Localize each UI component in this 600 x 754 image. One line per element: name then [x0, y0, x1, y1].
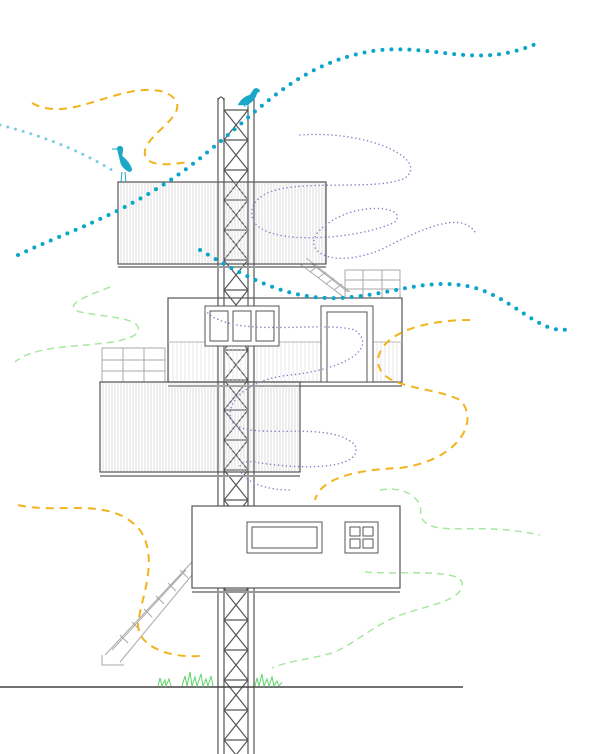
purple-dotted-paths	[204, 133, 476, 491]
mast-cross-brace	[223, 739, 249, 754]
lower-stairs	[101, 561, 193, 666]
cyan-dotted-paths	[0, 40, 574, 332]
wide-window	[246, 521, 323, 554]
grass-tuft-icon	[157, 671, 283, 688]
orange-dashed-paths	[17, 89, 471, 658]
mast-cross-brace	[223, 469, 249, 501]
mast-cross-brace	[223, 589, 249, 621]
triple-window	[204, 305, 280, 347]
upper-stairs	[299, 257, 401, 299]
heron-bird-icon	[112, 145, 133, 183]
four-pane-window	[344, 521, 379, 554]
door	[320, 305, 374, 383]
mast-cross-brace	[223, 649, 249, 681]
left-balcony-railing	[101, 347, 166, 383]
perched-bird-icon	[237, 88, 261, 108]
mast-cross-brace	[223, 709, 249, 741]
cabin-lower	[99, 381, 301, 477]
mast-cross-brace	[223, 139, 249, 171]
mast-cross-brace	[223, 679, 249, 711]
cabin-top	[117, 181, 327, 268]
cabin-bottom	[191, 505, 401, 593]
green-dashed-paths	[14, 286, 541, 669]
cabin-middle	[167, 297, 403, 387]
mast-cross-brace	[223, 619, 249, 651]
